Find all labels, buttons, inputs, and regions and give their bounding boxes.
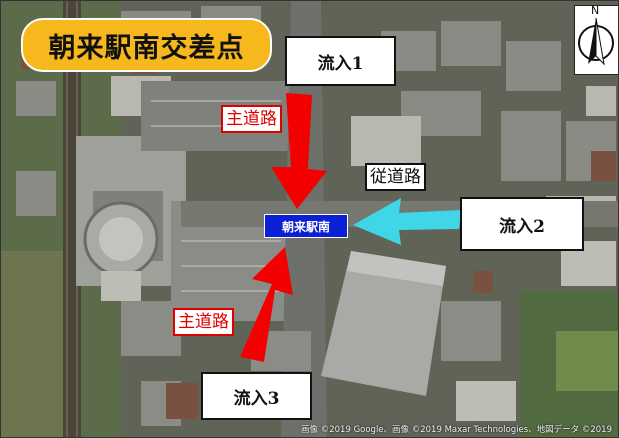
inflow3-label: 流入3 xyxy=(201,372,312,420)
map-credit: 画像 ©2019 Google、画像 ©2019 Maxar Technolog… xyxy=(301,425,612,435)
intersection-title: 朝来駅南交差点 xyxy=(21,18,272,72)
inflow1-label: 流入1 xyxy=(285,36,396,86)
station-label: 朝来駅南 xyxy=(264,214,348,238)
main-road-label-north: 主道路 xyxy=(221,105,282,133)
north-compass: N xyxy=(574,4,618,75)
main-road-label-south: 主道路 xyxy=(173,308,234,336)
main-road-arrow-north xyxy=(271,93,327,209)
secondary-road-arrow xyxy=(353,198,461,245)
inflow2-label: 流入2 xyxy=(460,197,584,251)
main-road-arrow-south xyxy=(240,247,293,362)
compass-north-letter: N xyxy=(591,4,600,17)
north-arrow-icon xyxy=(578,17,614,66)
secondary-road-label: 従道路 xyxy=(365,163,426,191)
